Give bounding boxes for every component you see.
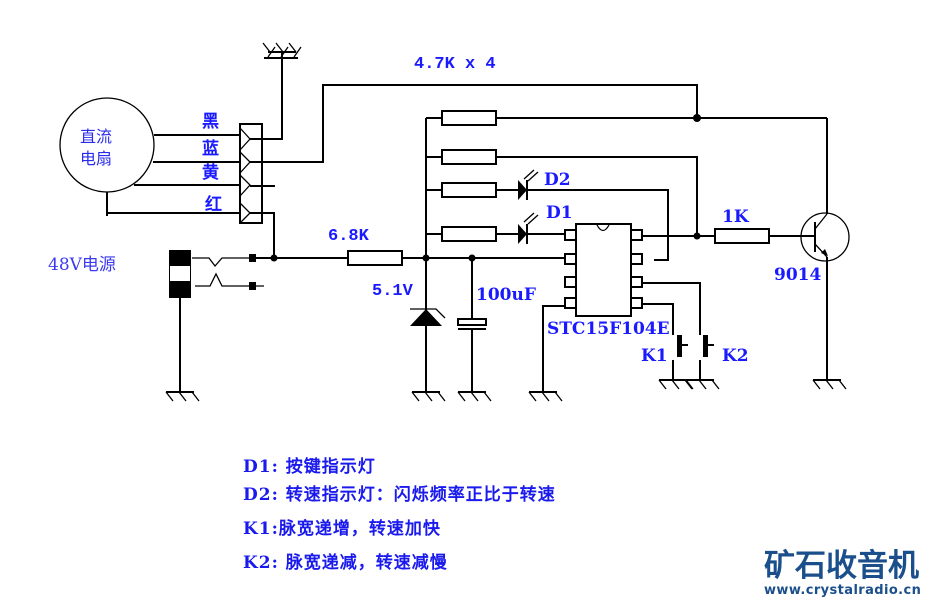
- resistor-6k8-label: 6.8K: [328, 227, 370, 246]
- fan-leads: [106, 134, 240, 216]
- transistor-9014: [800, 118, 850, 390]
- led-d2: [518, 169, 669, 261]
- mcu-label: STC15F104E: [547, 319, 670, 339]
- fan-label-1: 直流: [80, 127, 112, 146]
- led-d1-label: D1: [546, 203, 573, 223]
- resistor-1k-label: 1K: [722, 207, 750, 227]
- key-k1[interactable]: [642, 303, 693, 390]
- transistor-label: 9014: [774, 265, 821, 285]
- wire-red-label: 红: [205, 194, 222, 215]
- key-k2-label: K2: [722, 346, 749, 366]
- pullup-resistor-3: [426, 182, 518, 198]
- pullup-resistor-1: [426, 110, 827, 126]
- note-d2: D2: 转速指示灯：闪烁频率正比于转速: [243, 485, 556, 505]
- wire-blue-label: 蓝: [202, 139, 219, 159]
- note-d1: D1: 按键指示灯: [243, 457, 376, 477]
- key-k1-label: K1: [641, 346, 668, 366]
- pullup-resistor-2: [426, 149, 698, 236]
- led-d1: [518, 212, 565, 244]
- led-d2-label: D2: [544, 170, 571, 190]
- ground-top: [264, 46, 302, 140]
- pullup-resistors-label: 4.7K x 4: [414, 55, 496, 74]
- fan-label-2: 电扇: [80, 149, 112, 168]
- watermark-url: www.crystalradio.cn: [764, 583, 922, 598]
- dc-fan-motor: 直流 电扇: [59, 97, 155, 193]
- capacitor-label: 100uF: [476, 285, 536, 305]
- mcu-chip: [528, 223, 643, 402]
- capacitor: [457, 258, 492, 402]
- fan-connector: [239, 123, 263, 224]
- resistor-6k8: [347, 250, 403, 266]
- zener-label: 5.1V: [372, 282, 414, 301]
- power-label: 48V电源: [48, 255, 116, 275]
- zener-diode: [410, 258, 446, 402]
- note-k1: K1:脉宽递增，转速加快: [243, 519, 441, 539]
- key-k2[interactable]: [642, 282, 720, 390]
- wire-black-label: 黑: [202, 112, 219, 132]
- wire-yellow-label: 黄: [202, 162, 219, 183]
- power-jack: [165, 250, 264, 402]
- note-k2: K2: 脉宽递减，转速减慢: [243, 553, 448, 573]
- pullup-resistor-4: [426, 226, 518, 242]
- watermark-logo: 矿石收音机: [764, 548, 919, 584]
- resistor-1k: [714, 228, 770, 244]
